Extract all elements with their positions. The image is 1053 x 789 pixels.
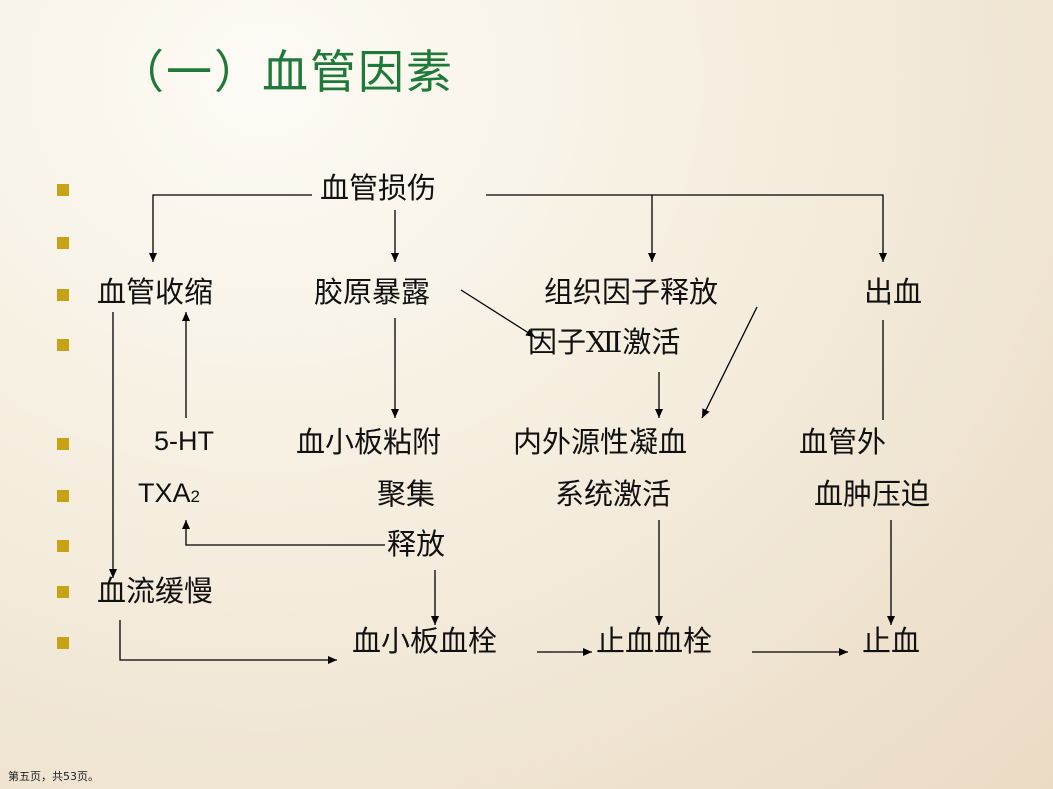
node-extravascular: 血管外: [799, 425, 887, 459]
bullet-marker: [57, 339, 69, 351]
bullet-marker: [57, 438, 69, 450]
bullet-marker: [57, 184, 69, 196]
arrow-injury-to-tissue-bleeding: [486, 194, 887, 262]
node-hemostatic-thrombus: 止血血栓: [596, 624, 713, 658]
txa-label: TXA: [138, 478, 191, 508]
node-release: 释放: [387, 527, 446, 561]
node-factor-12-activation: 因子Ⅻ激活: [528, 325, 681, 359]
arrow-release-to-txa2: [182, 520, 385, 546]
node-hemostasis: 止血: [862, 624, 921, 658]
node-5ht: 5-HT: [154, 426, 214, 456]
bullet-marker: [57, 490, 69, 502]
bullet-marker: [57, 637, 69, 649]
page-footer: 第五页，共53页。: [8, 770, 99, 783]
node-platelet-thrombus: 血小板血栓: [352, 624, 498, 658]
node-system-activation: 系统激活: [555, 477, 672, 511]
bullet-marker: [57, 586, 69, 598]
arrow-collagen-to-factor12: [460, 289, 536, 338]
arrow-injury-to-vasoconstriction: [149, 194, 312, 262]
arrow-slowflow-to-platelet-thrombus: [119, 620, 337, 664]
node-platelet-adhesion: 血小板粘附: [296, 425, 442, 459]
node-coagulation: 内外源性凝血: [513, 425, 688, 459]
node-collagen-exposure: 胶原暴露: [314, 275, 431, 309]
node-tissue-factor-release: 组织因子释放: [544, 275, 719, 309]
node-vasoconstriction: 血管收缩: [97, 275, 214, 309]
slide-title: （一）血管因素: [118, 45, 454, 99]
node-slow-blood-flow: 血流缓慢: [97, 574, 214, 608]
node-aggregation: 聚集: [377, 477, 436, 511]
txa-subscript: 2: [190, 487, 200, 506]
bullet-marker: [57, 540, 69, 552]
node-txa2: TXA2: [138, 480, 200, 507]
arrow-tissue-to-coag: [701, 306, 758, 419]
node-vascular-injury: 血管损伤: [320, 171, 437, 205]
bullet-marker: [57, 237, 69, 249]
node-hematoma: 血肿压迫: [814, 477, 931, 511]
node-bleeding: 出血: [864, 275, 923, 309]
bullet-marker: [57, 289, 69, 301]
